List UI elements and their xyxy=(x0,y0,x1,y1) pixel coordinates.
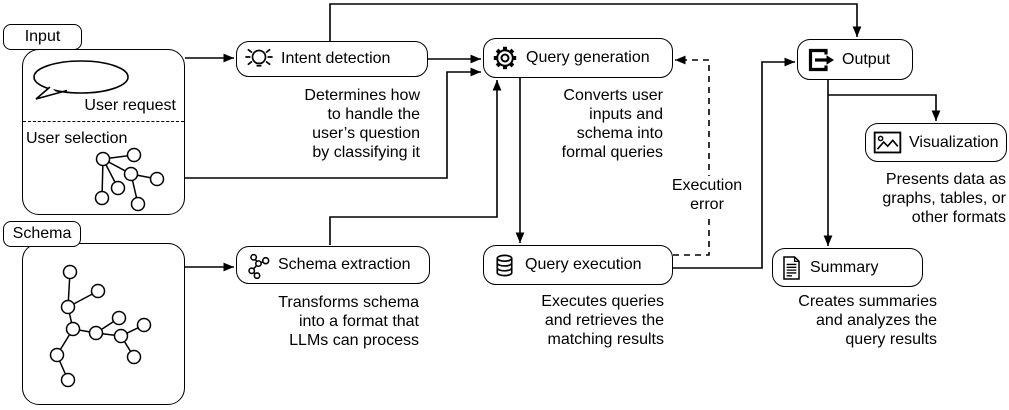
edge-output-to-visualization xyxy=(828,94,941,121)
node-output: Output xyxy=(797,39,913,80)
execution-error-label: Execution error xyxy=(664,176,750,214)
node-label: Summary xyxy=(810,258,879,276)
mini-graph-icon xyxy=(244,252,271,279)
image-icon xyxy=(873,131,902,154)
document-icon xyxy=(780,254,803,282)
node-schema-extraction: Schema extraction xyxy=(236,246,430,284)
input-divider xyxy=(23,121,184,122)
database-icon xyxy=(491,252,518,279)
node-label: Intent detection xyxy=(281,50,391,67)
schema-graphics xyxy=(49,264,152,388)
input-box: User request User selection xyxy=(22,49,185,215)
node-intent-detection: Intent detection xyxy=(236,41,428,77)
edge-queryexec-to-output xyxy=(673,57,795,269)
gear-icon xyxy=(491,44,519,72)
node-summary: Summary xyxy=(772,248,923,287)
input-tab: Input xyxy=(3,24,82,50)
user-selection-label: User selection xyxy=(26,130,128,147)
export-icon xyxy=(805,45,835,75)
caption-summary: Creates summaries and analyzes the query… xyxy=(798,293,937,348)
node-query-execution: Query execution xyxy=(483,245,673,285)
node-graph-icon xyxy=(49,264,152,388)
lightbulb-icon xyxy=(244,44,274,74)
edge-execution-error-dashed xyxy=(673,55,710,256)
caption-query-execution: Executes queries and retrieves the match… xyxy=(541,293,664,348)
schema-box xyxy=(22,243,185,405)
caption-schema-extraction: Transforms schema into a format that LLM… xyxy=(278,294,419,349)
node-query-generation: Query generation xyxy=(483,38,673,78)
node-label: Query execution xyxy=(525,256,642,273)
edge-intent-to-output xyxy=(329,3,862,41)
node-graph-icon xyxy=(94,147,165,212)
caption-query-generation: Converts user inputs and schema into for… xyxy=(561,87,663,161)
user-request-label: User request xyxy=(84,97,176,114)
node-visualization: Visualization xyxy=(865,123,1007,162)
node-label: Schema extraction xyxy=(278,256,411,273)
speech-bubble-icon xyxy=(33,60,129,94)
caption-visualization: Presents data as graphs, tables, or othe… xyxy=(882,171,1006,226)
node-label: Output xyxy=(842,50,891,68)
node-label: Query generation xyxy=(526,49,650,66)
caption-intent-detection: Determines how to handle the user’s ques… xyxy=(304,87,420,161)
schema-tab: Schema xyxy=(3,221,81,247)
edge-schemaext-to-querygen xyxy=(329,80,502,245)
node-label: Visualization xyxy=(909,133,999,151)
edge-input-to-querygen xyxy=(185,67,481,179)
